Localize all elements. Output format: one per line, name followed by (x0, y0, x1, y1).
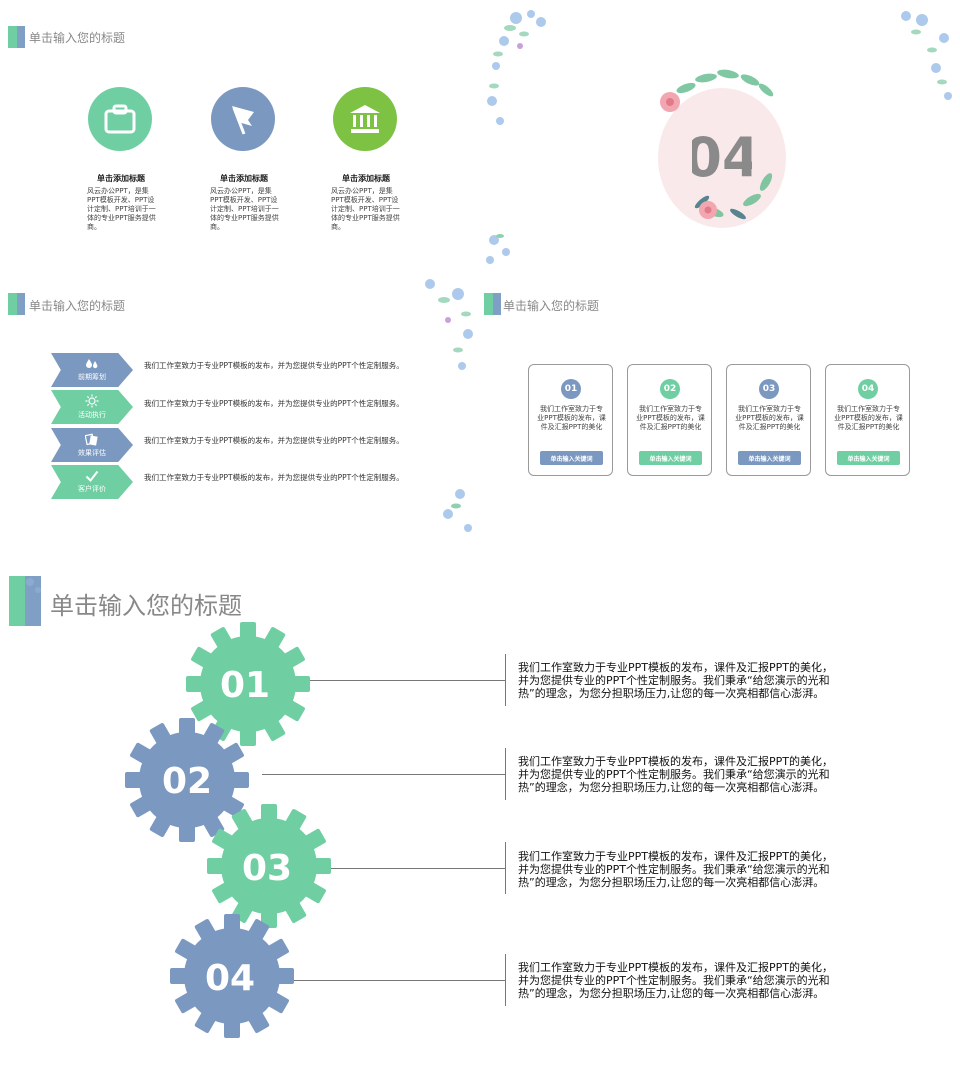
step-chevron[interactable]: 前期筹划 (51, 353, 133, 387)
card-text: 我们工作室致力于专业PPT模板的发布，课件及汇报PPT的美化 (735, 405, 804, 431)
drops-icon (86, 359, 98, 369)
connector-tick (505, 954, 506, 1006)
gear-description: 我们工作室致力于专业PPT模板的发布，课件及汇报PPT的美化，并为您提供专业的P… (518, 755, 833, 794)
info-card[interactable]: 03 我们工作室致力于专业PPT模板的发布，课件及汇报PPT的美化 单击输入关键… (726, 364, 811, 476)
slide-title: 单击输入您的标题 (29, 299, 126, 313)
gear-description: 我们工作室致力于专业PPT模板的发布，课件及汇报PPT的美化，并为您提供专业的P… (518, 850, 833, 889)
slide-5-gears[interactable]: 单击输入您的标题 (0, 556, 960, 1084)
gear-number: 01 (220, 665, 270, 706)
step-label: 客户评价 (78, 485, 106, 493)
bank-icon (333, 87, 397, 151)
step-label: 活动执行 (78, 411, 106, 419)
keyword-button[interactable]: 单击输入关键词 (738, 451, 801, 465)
slide-title: 单击输入您的标题 (29, 31, 126, 45)
card-text: 我们工作室致力于专业PPT模板的发布，课件及汇报PPT的美化 (636, 405, 705, 431)
step-description: 我们工作室致力于专业PPT模板的发布，并为您提供专业的PPT个性定制服务。 (144, 436, 404, 445)
feature-title: 单击添加标题 (220, 174, 268, 183)
gears-graphic: 01 02 03 04 (26, 578, 331, 1038)
title-accent-bar (8, 26, 25, 48)
step-chevron[interactable]: 活动执行 (51, 390, 133, 424)
step-chevron[interactable]: 客户评价 (51, 465, 133, 499)
card-text: 我们工作室致力于专业PPT模板的发布，课件及汇报PPT的美化 (834, 405, 903, 431)
feature-text: 风云办公PPT，是集PPT模板开发、PPT设计定制、PPT培训于一体的专业PPT… (331, 187, 400, 231)
gear-number: 02 (162, 761, 212, 802)
info-card[interactable]: 01 我们工作室致力于专业PPT模板的发布，课件及汇报PPT的美化 单击输入关键… (528, 364, 613, 476)
floral-wreath-badge (658, 69, 786, 228)
connector-line (306, 680, 506, 681)
card-number: 03 (759, 379, 779, 399)
info-card[interactable]: 02 我们工作室致力于专业PPT模板的发布，课件及汇报PPT的美化 单击输入关键… (627, 364, 712, 476)
cards-icon (85, 433, 98, 446)
slide-title: 单击输入您的标题 (50, 592, 242, 620)
slide-2-section-cover[interactable]: 04 (482, 0, 960, 270)
feature-title: 单击添加标题 (97, 174, 145, 183)
step-label: 前期筹划 (78, 373, 106, 381)
slide-title: 单击输入您的标题 (503, 299, 600, 313)
gear-description: 我们工作室致力于专业PPT模板的发布，课件及汇报PPT的美化，并为您提供专业的P… (518, 961, 833, 1000)
step-description: 我们工作室致力于专业PPT模板的发布，并为您提供专业的PPT个性定制服务。 (144, 473, 404, 482)
floral-corner-decoration (443, 489, 472, 532)
check-icon (85, 470, 99, 482)
floral-corner-decoration (425, 279, 473, 370)
floral-corner-decoration (901, 11, 952, 100)
keyword-button[interactable]: 单击输入关键词 (540, 451, 603, 465)
connector-tick (505, 748, 506, 800)
connector-tick (505, 654, 506, 706)
step-chevron[interactable]: 效果评估 (51, 428, 133, 462)
slide-3[interactable]: 单击输入您的标题 前期筹划 我们工作室致力于专业PPT模板的发布，并为您提供专业… (0, 274, 478, 539)
connector-tick (505, 842, 506, 894)
title-accent-bar (8, 293, 25, 315)
keyword-button[interactable]: 单击输入关键词 (837, 451, 900, 465)
card-number: 04 (858, 379, 878, 399)
flag-icon (211, 87, 275, 151)
title-accent-bar (9, 576, 41, 626)
card-number: 01 (561, 379, 581, 399)
step-description: 我们工作室致力于专业PPT模板的发布，并为您提供专业的PPT个性定制服务。 (144, 399, 404, 408)
floral-corner-decoration (486, 234, 510, 264)
connector-line (262, 774, 506, 775)
keyword-button[interactable]: 单击输入关键词 (639, 451, 702, 465)
connector-line (292, 980, 506, 981)
step-label: 效果评估 (78, 448, 106, 457)
gear-description: 我们工作室致力于专业PPT模板的发布，课件及汇报PPT的美化，并为您提供专业的P… (518, 661, 833, 700)
step-description: 我们工作室致力于专业PPT模板的发布，并为您提供专业的PPT个性定制服务。 (144, 361, 404, 370)
info-card[interactable]: 04 我们工作室致力于专业PPT模板的发布，课件及汇报PPT的美化 单击输入关键… (825, 364, 910, 476)
feature-title: 单击添加标题 (342, 174, 390, 183)
slide-4[interactable]: 单击输入您的标题 01 我们工作室致力于专业PPT模板的发布，课件及汇报PPT的… (482, 274, 960, 539)
floral-corner-decoration (487, 10, 546, 125)
card-number: 02 (660, 379, 680, 399)
card-text: 我们工作室致力于专业PPT模板的发布，课件及汇报PPT的美化 (537, 405, 606, 431)
sun-icon (85, 394, 99, 408)
section-number: 04 (692, 126, 752, 184)
briefcase-icon (88, 87, 152, 151)
gear-number: 03 (242, 848, 292, 889)
slide-1[interactable]: 单击输入您的标题 单击添加标题 风云办公PPT，是集PPT模板开发、PPT设计定… (0, 0, 478, 270)
gear-number: 04 (205, 958, 255, 999)
feature-text: 风云办公PPT，是集PPT模板开发、PPT设计定制、PPT培训于一体的专业PPT… (87, 187, 156, 231)
feature-text: 风云办公PPT，是集PPT模板开发、PPT设计定制、PPT培训于一体的专业PPT… (210, 187, 279, 231)
title-accent-bar (484, 293, 501, 315)
section-number-canvas: 04 (692, 126, 752, 184)
connector-line (330, 868, 506, 869)
